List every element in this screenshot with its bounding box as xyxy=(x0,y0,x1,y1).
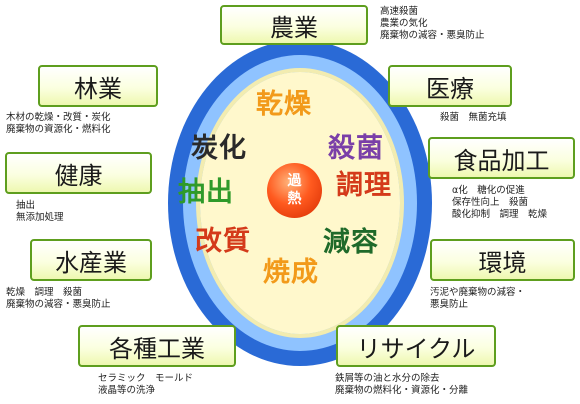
box-fisheries: 水産業 xyxy=(30,239,152,281)
notes-food-processing: α化 糖化の促進 保存性向上 殺菌 酸化抑制 調理 乾燥 xyxy=(452,185,548,220)
box-recycling: リサイクル xyxy=(336,325,496,367)
box-agriculture: 農業 xyxy=(220,5,368,45)
process-extraction: 抽出 xyxy=(178,177,234,208)
process-cooking: 調理 xyxy=(336,170,392,201)
box-food-processing: 食品加工 xyxy=(428,137,575,179)
process-volume-reduction: 減容 xyxy=(323,227,379,258)
box-health: 健康 xyxy=(5,152,152,194)
notes-fisheries: 乾燥 調理 殺菌 廃棄物の減容・悪臭防止 xyxy=(6,287,111,310)
notes-environment: 汚泥や廃棄物の減容・ 悪臭防止 xyxy=(430,287,526,310)
process-modification: 改質 xyxy=(195,226,251,257)
process-firing: 焼成 xyxy=(263,257,319,288)
notes-recycling: 鉄屑等の油と水分の除去 廃棄物の燃料化・資源化・分離 xyxy=(335,373,469,396)
notes-various-industries: セラミック モールド 液晶等の洗浄 xyxy=(98,373,194,396)
center-text-bottom: 熱 xyxy=(287,191,302,207)
notes-medical: 殺菌 無菌充填 xyxy=(440,112,507,123)
box-various-industries: 各種工業 xyxy=(78,325,236,367)
notes-health: 抽出 無添加処理 xyxy=(16,200,64,223)
center-text-top: 過 xyxy=(287,173,302,189)
notes-forestry: 木材の乾燥・改質・炭化 廃棄物の資源化・燃料化 xyxy=(6,112,111,135)
inner-cream-circle xyxy=(196,68,404,338)
notes-agriculture: 高速殺菌 農業の気化 廃棄物の減容・悪臭防止 xyxy=(380,6,485,41)
process-sterilization: 殺菌 xyxy=(328,133,384,164)
box-environment: 環境 xyxy=(430,239,575,281)
process-drying: 乾燥 xyxy=(256,89,312,120)
process-carbonization: 炭化 xyxy=(191,133,247,164)
box-forestry: 林業 xyxy=(38,65,158,107)
box-medical: 医療 xyxy=(388,65,512,107)
center-superheat-circle: 過 熱 xyxy=(267,163,322,218)
